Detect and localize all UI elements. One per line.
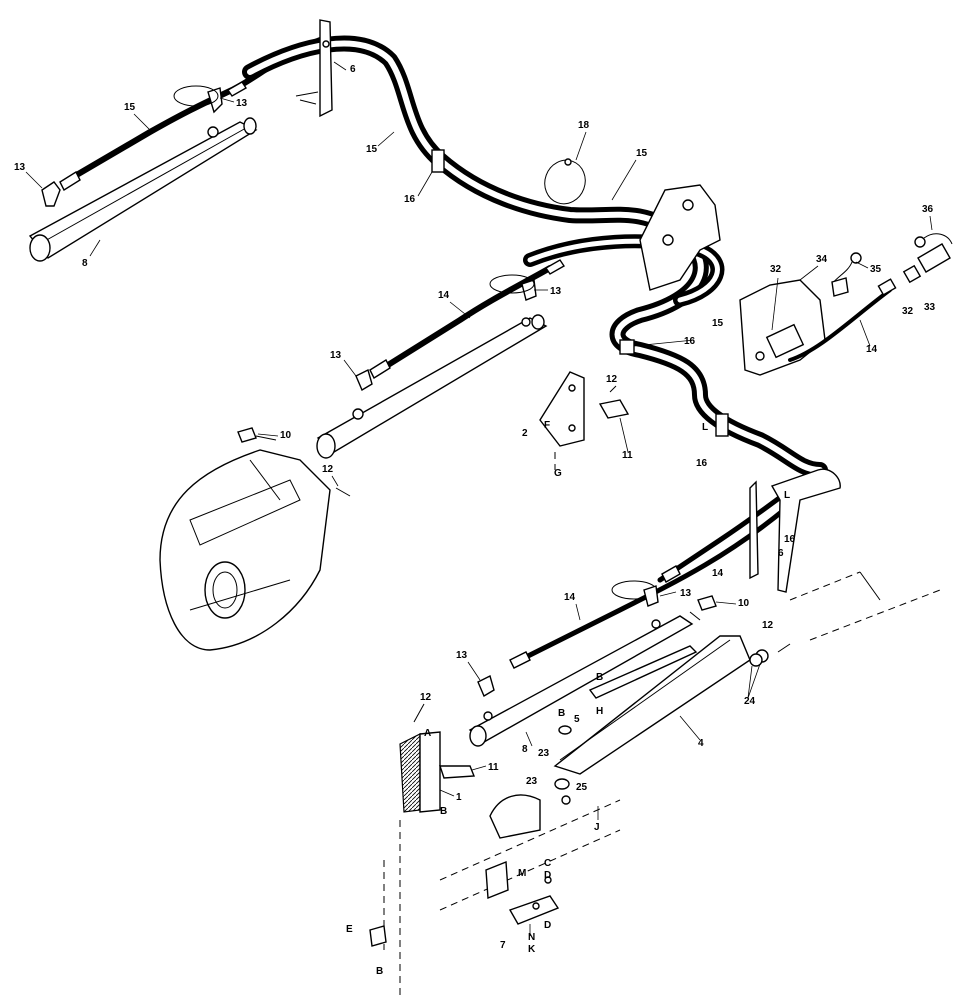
callout-12-d: 12	[420, 692, 432, 703]
callout-16-c: 16	[696, 458, 708, 469]
cotter-pin-12-mid	[335, 487, 351, 497]
hose-clamps-16	[431, 149, 729, 437]
callout-13-c: 13	[550, 286, 562, 297]
callout-6-b: 6	[778, 548, 784, 559]
upper-left-cylinder	[28, 117, 258, 262]
callout-C: C	[544, 858, 551, 869]
callout-4: 4	[698, 738, 704, 749]
callout-11-a: 11	[622, 450, 633, 461]
pin-10-upper	[237, 427, 277, 443]
hose-bracket-6-lower	[749, 468, 841, 593]
disc-housing	[159, 449, 331, 651]
middle-cylinder	[316, 314, 548, 459]
callout-B-d: B	[376, 966, 383, 977]
callout-H: H	[596, 706, 603, 717]
callout-A: A	[424, 728, 431, 739]
callout-13-f: 13	[456, 650, 468, 661]
callout-18: 18	[578, 120, 590, 131]
callout-10-a: 10	[280, 430, 292, 441]
callout-14-c: 14	[712, 568, 724, 579]
lower-cylinder-8	[468, 580, 694, 747]
bracket-1	[383, 703, 476, 1000]
callout-36: 36	[922, 204, 934, 215]
hardware-23-25	[554, 725, 572, 805]
callout-35: 35	[870, 264, 882, 275]
callout-12-b: 12	[322, 464, 334, 475]
callout-11-b: 11	[488, 762, 499, 773]
callout-15-b: 15	[366, 144, 378, 155]
callout-N: N	[528, 932, 535, 943]
bracket-2	[539, 371, 630, 470]
hose-bracket-6-top	[295, 19, 333, 118]
callout-10-b: 10	[738, 598, 750, 609]
callout-13-e: 13	[680, 588, 692, 599]
callout-7: 7	[500, 940, 506, 951]
callout-J: J	[594, 822, 600, 833]
callout-33: 33	[924, 302, 936, 313]
callout-32-b: 32	[902, 306, 914, 317]
callout-E: E	[346, 924, 353, 935]
callout-32-a: 32	[770, 264, 782, 275]
callout-M: M	[518, 868, 526, 879]
callout-15-d: 15	[712, 318, 724, 329]
callout-16-d: 16	[784, 534, 796, 545]
callout-B-c: B	[440, 806, 447, 817]
callout-8-b: 8	[522, 744, 528, 755]
callout-15-a: 15	[124, 102, 136, 113]
callout-13-a: 13	[236, 98, 248, 109]
callout-1: 1	[456, 792, 462, 803]
callout-12-a: 12	[606, 374, 618, 385]
elbow-fittings-13-upper	[41, 85, 223, 207]
middle-hose-14	[355, 259, 565, 392]
callout-D-b: D	[544, 920, 551, 931]
callout-G: G	[554, 468, 562, 479]
callout-L-a: L	[702, 422, 708, 433]
callout-K: K	[528, 944, 536, 955]
callout-23-b: 23	[526, 776, 538, 787]
callout-13-d: 13	[330, 350, 342, 361]
callout-8-a: 8	[82, 258, 88, 269]
callout-14-d: 14	[564, 592, 576, 603]
callout-14-b: 14	[438, 290, 450, 301]
callout-25: 25	[576, 782, 588, 793]
callout-13-b: 13	[14, 162, 26, 173]
callout-34: 34	[816, 254, 828, 265]
lift-arm-4	[553, 635, 791, 775]
leader-lines	[25, 61, 933, 936]
callout-14-a: 14	[866, 344, 878, 355]
lower-frame-members	[369, 794, 621, 947]
quick-coupler-assembly	[739, 233, 953, 376]
callout-12-c: 12	[762, 620, 774, 631]
callout-24: 24	[744, 696, 756, 707]
clamp-ring-18	[544, 158, 586, 205]
callout-B-b: B	[558, 708, 565, 719]
callout-B-a: B	[596, 672, 603, 683]
callout-16-b: 16	[684, 336, 696, 347]
callout-5: 5	[574, 714, 580, 725]
callout-6-a: 6	[350, 64, 356, 75]
callout-2: 2	[522, 428, 528, 439]
lower-frame-bar	[789, 571, 941, 641]
callout-F: F	[544, 420, 550, 431]
pin-10-lower	[689, 595, 717, 621]
frame-plate	[639, 184, 721, 291]
callout-16-a: 16	[404, 194, 416, 205]
callout-15-c: 15	[636, 148, 648, 159]
callout-D-a: D	[544, 870, 551, 881]
callout-labels: 15 13 6 15 13 8 16 18 15 36 34 35 32 32 …	[14, 64, 936, 977]
callout-23-a: 23	[538, 748, 550, 759]
callout-L-b: L	[784, 490, 790, 501]
